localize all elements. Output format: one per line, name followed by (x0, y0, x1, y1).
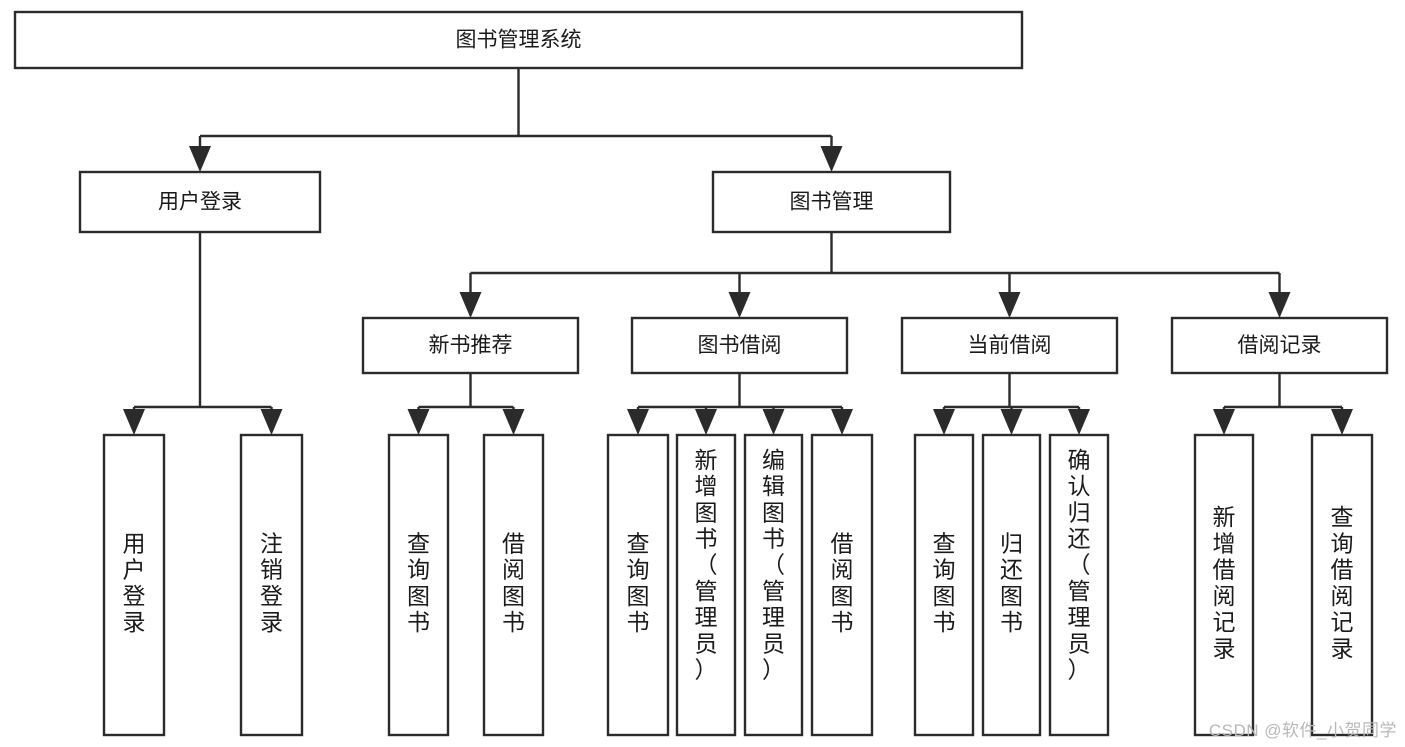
node-box-leaf-query-book-2[interactable] (606, 433, 670, 737)
to-leaf-query-book-2-arrowhead (627, 409, 649, 435)
node-label-leaf-query-book-3: 查询图书 (933, 530, 956, 635)
node-label-leaf-add-borrow-record: 新增借阅记录 (1213, 504, 1236, 661)
to-borrow-record-arrowhead (1268, 292, 1291, 318)
node-label-leaf-user-login: 用户登录 (123, 530, 146, 635)
to-leaf-add-borrow-record-arrowhead (1213, 409, 1235, 435)
to-leaf-confirm-return-admin-arrowhead (1068, 409, 1090, 435)
to-leaf-return-book-arrowhead (1000, 409, 1023, 435)
node-box-leaf-edit-book-admin[interactable] (743, 433, 804, 737)
node-box-user-login[interactable] (78, 170, 322, 234)
node-label-root: 图书管理系统 (456, 29, 582, 52)
node-box-current-borrow[interactable] (900, 316, 1119, 375)
to-current-borrow-arrowhead (998, 292, 1021, 318)
node-label-book-borrow: 图书借阅 (698, 334, 782, 357)
node-box-leaf-borrow-book-1[interactable] (482, 433, 545, 737)
to-leaf-query-book-3-arrowhead (933, 409, 955, 435)
node-box-book-management[interactable] (711, 170, 952, 234)
node-box-leaf-return-book[interactable] (981, 433, 1042, 737)
node-box-leaf-query-borrow-record[interactable] (1310, 433, 1374, 737)
node-label-leaf-return-book: 归还图书 (1000, 530, 1023, 635)
to-leaf-borrow-book-1-arrowhead (502, 409, 525, 435)
node-label-leaf-borrow-book-2: 借阅图书 (831, 530, 854, 635)
to-leaf-edit-book-admin-arrowhead (762, 409, 785, 435)
to-user-login-arrowhead (189, 146, 211, 172)
to-leaf-borrow-book-2-arrowhead (831, 409, 853, 435)
node-label-leaf-logout: 注销登录 (260, 530, 283, 635)
node-box-new-book-recommend[interactable] (361, 316, 580, 375)
node-label-leaf-edit-book-admin: 编辑图书（管理员） (762, 447, 785, 683)
to-leaf-user-login-arrowhead (123, 409, 145, 435)
to-leaf-logout-arrowhead (260, 409, 283, 435)
node-box-leaf-query-book-1[interactable] (387, 433, 450, 737)
node-label-leaf-query-borrow-record: 查询借阅记录 (1331, 504, 1354, 661)
node-label-leaf-query-book-2: 查询图书 (627, 530, 650, 635)
node-label-leaf-borrow-book-1: 借阅图书 (502, 530, 525, 635)
to-leaf-query-borrow-record-arrowhead (1331, 409, 1353, 435)
node-label-leaf-confirm-return-admin: 确认归还（管理员） (1068, 447, 1091, 683)
node-label-new-book-recommend: 新书推荐 (429, 334, 513, 357)
node-box-leaf-add-book-admin[interactable] (675, 433, 737, 737)
node-box-root[interactable] (13, 10, 1024, 70)
to-book-borrow-arrowhead (728, 292, 751, 318)
node-box-leaf-add-borrow-record[interactable] (1193, 433, 1255, 737)
connectors-layer (123, 68, 1353, 435)
node-label-book-management: 图书管理 (790, 191, 874, 214)
node-box-book-borrow[interactable] (630, 316, 849, 375)
node-box-leaf-logout[interactable] (239, 433, 304, 737)
node-label-borrow-record: 借阅记录 (1238, 334, 1322, 357)
to-leaf-add-book-admin-arrowhead (695, 409, 717, 435)
to-leaf-query-book-1-arrowhead (407, 409, 430, 435)
node-label-current-borrow: 当前借阅 (968, 334, 1052, 357)
node-box-leaf-confirm-return-admin[interactable] (1048, 433, 1110, 737)
node-box-leaf-query-book-3[interactable] (913, 433, 975, 737)
node-label-leaf-query-book-1: 查询图书 (407, 530, 430, 635)
node-box-borrow-record[interactable] (1170, 316, 1389, 375)
node-box-leaf-user-login[interactable] (102, 433, 166, 737)
node-label-user-login: 用户登录 (158, 191, 242, 214)
node-box-leaf-borrow-book-2[interactable] (810, 433, 874, 737)
to-book-management-arrowhead (820, 146, 843, 172)
node-label-leaf-add-book-admin: 新增图书（管理员） (695, 447, 718, 683)
to-new-book-recommend-arrowhead (459, 292, 482, 318)
csdn-watermark: CSDN @软件_小贺同学 (1208, 721, 1397, 740)
nodes-layer: 图书管理系统用户登录图书管理新书推荐图书借阅当前借阅借阅记录用户登录注销登录查询… (13, 10, 1389, 737)
